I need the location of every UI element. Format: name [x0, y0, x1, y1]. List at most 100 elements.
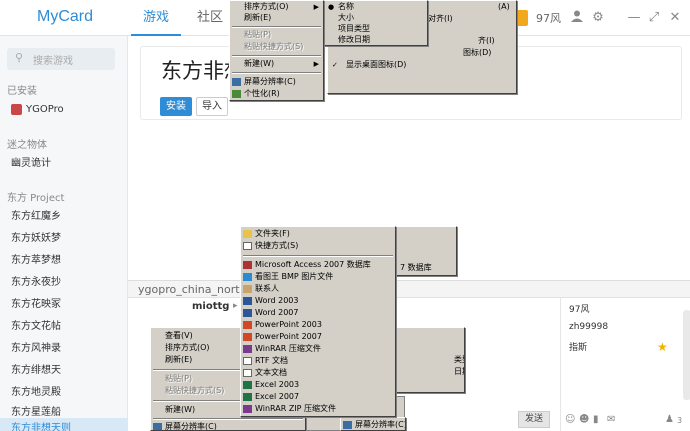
- sidebar-item-label: YGOPro: [26, 104, 64, 115]
- menu-item-label: 名称: [338, 2, 354, 11]
- menu-item-winrar[interactable]: WinRAR 压缩文件: [241, 343, 395, 355]
- sidebar-item-th095[interactable]: 东方文花帖: [11, 321, 61, 332]
- folder-icon: [243, 230, 252, 238]
- tab-games[interactable]: 游戏: [131, 0, 181, 36]
- mail-icon[interactable]: ✉: [607, 414, 616, 425]
- menu-item-resolution[interactable]: 屏幕分辨率(C): [151, 421, 305, 430]
- menu-item-ppt2003[interactable]: PowerPoint 2003: [241, 319, 395, 331]
- member-item[interactable]: zh99998: [569, 322, 609, 332]
- menu-item-resolution[interactable]: 屏幕分辨率(C): [230, 76, 323, 88]
- menu-item-bmp[interactable]: 看图王 BMP 图片文件: [241, 271, 395, 283]
- archive-icon: [243, 345, 252, 353]
- sidebar-item-th075[interactable]: 东方萃梦想: [11, 255, 61, 266]
- star-icon: ★: [657, 340, 668, 354]
- menu-separator: [153, 418, 303, 420]
- sidebar-item-ghost-trick[interactable]: 幽灵诡计: [11, 158, 51, 169]
- search-input[interactable]: ⚲ 搜索游戏: [7, 48, 115, 70]
- send-button[interactable]: 发送: [518, 411, 550, 428]
- menu-item-label: 屏幕分辨率(C): [244, 77, 296, 86]
- menu-separator: [153, 369, 303, 371]
- menu-item-folder[interactable]: 文件夹(F): [241, 228, 395, 240]
- username[interactable]: 97风: [536, 12, 561, 25]
- sidebar-item-th07[interactable]: 东方妖妖梦: [11, 233, 61, 244]
- menu-item-paste-shortcut: 粘贴快捷方式(S): [165, 386, 225, 395]
- search-placeholder: 搜索游戏: [33, 56, 73, 67]
- emoji-icon-2[interactable]: ☻: [579, 414, 590, 425]
- menu-item-label: Microsoft Access 2007 数据库: [255, 260, 371, 269]
- members-icon[interactable]: ♟: [665, 414, 674, 425]
- sidebar-item-ygopro[interactable]: YGOPro: [0, 99, 128, 121]
- sidebar-item-th10[interactable]: 东方风神录: [11, 343, 61, 354]
- menu-item-winrar-zip[interactable]: WinRAR ZIP 压缩文件: [241, 403, 395, 415]
- minimize-icon[interactable]: —: [627, 10, 641, 25]
- section-installed: 已安装: [7, 86, 37, 97]
- menu-item-access[interactable]: Microsoft Access 2007 数据库: [241, 259, 395, 271]
- menu-item[interactable]: 类型: [454, 355, 464, 364]
- restore-icon[interactable]: ⤢: [648, 10, 660, 25]
- menu-item-type[interactable]: 项目类型: [338, 24, 370, 33]
- app-logo: MyCard: [37, 8, 94, 25]
- menu-item-excel2003[interactable]: Excel 2003: [241, 379, 395, 391]
- menu-item-rtf[interactable]: RTF 文档: [241, 355, 395, 367]
- monitor-icon: [232, 78, 241, 86]
- menu-item-refresh[interactable]: 刷新(E): [165, 355, 193, 364]
- close-icon[interactable]: ✕: [669, 10, 681, 25]
- sidebar-item-th123[interactable]: 东方非想天则: [0, 418, 128, 431]
- menu-item[interactable]: 对齐(I): [428, 14, 453, 23]
- menu-item-label: 新建(W): [244, 59, 275, 68]
- coin-icon: [514, 10, 528, 26]
- menu-item-size[interactable]: 大小: [338, 13, 354, 22]
- member-item[interactable]: 97风: [569, 305, 590, 315]
- menu-item[interactable]: 图标(D): [463, 48, 492, 57]
- sidebar-item-th09[interactable]: 东方花映冢: [11, 299, 61, 310]
- menu-item-word2003[interactable]: Word 2003: [241, 295, 395, 307]
- menu-item-label: 排序方式(O): [165, 343, 210, 352]
- sidebar-item-th06[interactable]: 东方红魔乡: [11, 211, 61, 222]
- menu-item[interactable]: 日期: [454, 367, 464, 376]
- context-menu-sort-bottom: 类型 日期: [395, 327, 465, 393]
- contact-icon: [243, 285, 252, 293]
- menu-item-show-desktop-icons[interactable]: ✓ 显示桌面图标(D): [328, 59, 516, 71]
- menu-item-refresh[interactable]: 刷新(E): [244, 13, 272, 22]
- menu-item-label: 看图王 BMP 图片文件: [255, 272, 334, 281]
- install-button[interactable]: 安装: [160, 97, 192, 116]
- menu-item-paste: 粘贴(P): [244, 30, 272, 39]
- menu-separator: [243, 255, 393, 257]
- member-list-scrollbar[interactable]: [683, 310, 690, 400]
- menu-item-text[interactable]: 文本文档: [241, 367, 395, 379]
- import-button[interactable]: 导入: [196, 97, 228, 116]
- chat-channel-name[interactable]: ygopro_china_north: [138, 283, 247, 296]
- powerpoint-icon: [243, 321, 252, 329]
- menu-item[interactable]: 7 数据库: [400, 263, 432, 272]
- menu-item-excel2007[interactable]: Excel 2007: [241, 391, 395, 403]
- menu-item-ppt2007[interactable]: PowerPoint 2007: [241, 331, 395, 343]
- menu-item-resolution[interactable]: 屏幕分辨率(C): [341, 419, 405, 430]
- menu-item-contact[interactable]: 联系人: [241, 283, 395, 295]
- sidebar-item-th11[interactable]: 东方地灵殿: [11, 387, 61, 398]
- menu-item-shortcut[interactable]: 快捷方式(S): [241, 240, 395, 252]
- menu-item-label: WinRAR ZIP 压缩文件: [255, 404, 337, 413]
- menu-item-name[interactable]: ●名称: [324, 1, 427, 13]
- settings-icon[interactable]: ⚙: [592, 10, 604, 25]
- sidebar-item-th08[interactable]: 东方永夜抄: [11, 277, 61, 288]
- user-menu-icon[interactable]: [568, 9, 586, 27]
- menu-item-new[interactable]: 新建(W) ▶: [230, 58, 323, 70]
- menu-item[interactable]: 齐(I): [478, 36, 495, 45]
- emoji-icon[interactable]: ☺: [565, 414, 576, 425]
- sidebar-item-th12[interactable]: 东方星莲船: [11, 407, 61, 418]
- menu-item-word2007[interactable]: Word 2007: [241, 307, 395, 319]
- ygopro-icon: [11, 103, 22, 115]
- menu-item-paste-shortcut: 粘贴快捷方式(S): [244, 42, 304, 51]
- sidebar-item-th105[interactable]: 东方绯想天: [11, 365, 61, 376]
- member-item[interactable]: 指斯: [569, 343, 588, 353]
- menu-item-date[interactable]: 修改日期: [338, 35, 370, 44]
- menu-item[interactable]: (A): [498, 2, 510, 11]
- submenu-arrow-icon: ▶: [313, 60, 319, 68]
- menu-item-personalize[interactable]: 个性化(R): [230, 88, 323, 100]
- lock-icon[interactable]: ▮: [593, 414, 599, 425]
- menu-separator: [232, 26, 321, 28]
- tab-community[interactable]: 社区: [197, 10, 224, 25]
- chat-message-user[interactable]: miottg: [192, 301, 230, 312]
- menu-item-sort[interactable]: 排序方式(O)▶: [230, 1, 323, 13]
- menu-item-label: Excel 2003: [255, 380, 300, 389]
